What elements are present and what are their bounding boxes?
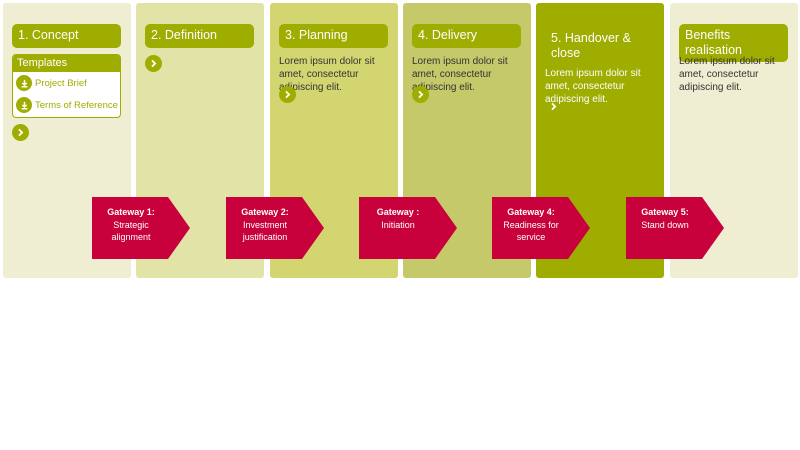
chevron-right-icon[interactable] [279,86,296,103]
template-link-terms-of-reference[interactable]: Terms of Reference [13,94,120,116]
templates-panel: Templates Project Brief Terms of Referen… [12,54,121,118]
stage-title[interactable]: 4. Delivery [412,24,521,48]
template-label: Terms of Reference [35,99,118,111]
gateway-5[interactable]: Gateway 5: Stand down [626,197,724,259]
gateway-4[interactable]: Gateway 4: Readiness for service [492,197,590,259]
stage-concept: 1. Concept Templates Project Brief Terms… [3,3,131,278]
templates-heading: Templates [13,55,120,72]
gateway-title: Gateway : [376,207,420,217]
chevron-right-icon[interactable] [545,98,562,115]
stage-description: Lorem ipsum dolor sit amet, consectetur … [545,68,641,105]
stage-title[interactable]: 3. Planning [279,24,388,48]
chevron-right-icon[interactable] [412,86,429,103]
stage-title[interactable]: 5. Handover & close [551,31,631,60]
stage-description: Lorem ipsum dolor sit amet, consectetur … [279,56,375,93]
gateway-title: Gateway 5: [641,207,689,217]
stage-title[interactable]: 1. Concept [12,24,121,48]
gateway-3[interactable]: Gateway : Initiation [359,197,457,259]
gateway-subtitle: Stand down [641,219,689,230]
chevron-right-icon[interactable] [12,124,29,141]
gateway-subtitle: Initiation [381,219,415,230]
stage-description: Lorem ipsum dolor sit amet, consectetur … [679,56,775,93]
chevron-right-icon[interactable] [145,55,162,72]
template-label: Project Brief [35,77,87,89]
stage-title[interactable]: Benefits realisation [679,24,788,62]
download-icon [16,75,32,91]
gateway-title: Gateway 4: [507,207,555,217]
template-link-project-brief[interactable]: Project Brief [13,72,120,94]
gateway-title: Gateway 1: [107,207,155,217]
gateway-subtitle: Investment justification [242,219,288,243]
gateway-1[interactable]: Gateway 1: Strategic alignment [92,197,190,259]
stage-description: Lorem ipsum dolor sit amet, consectetur … [412,56,508,93]
download-icon [16,97,32,113]
stage-title[interactable]: 2. Definition [145,24,254,48]
gateway-2[interactable]: Gateway 2: Investment justification [226,197,324,259]
gateway-subtitle: Strategic alignment [111,219,151,243]
gateway-subtitle: Readiness for service [503,219,559,243]
gateway-title: Gateway 2: [241,207,289,217]
